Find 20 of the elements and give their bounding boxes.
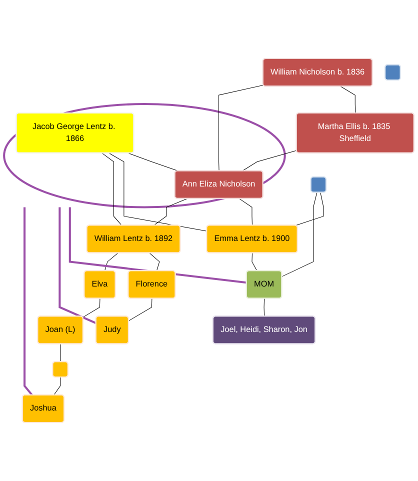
connector — [102, 152, 122, 226]
connector — [82, 298, 100, 318]
connector — [54, 376, 61, 396]
connector — [153, 198, 188, 226]
connector — [128, 298, 152, 322]
connector — [295, 192, 324, 226]
connector — [218, 84, 264, 172]
connector — [60, 344, 61, 362]
connector — [282, 192, 318, 277]
connector — [104, 252, 118, 272]
cluster — [3, 103, 286, 208]
connector — [238, 198, 252, 226]
connector — [264, 298, 265, 317]
connector — [340, 86, 356, 114]
connector — [128, 152, 179, 172]
connector — [242, 150, 297, 172]
connector — [252, 252, 258, 272]
connector — [58, 207, 96, 324]
connector — [24, 207, 33, 396]
connector — [108, 152, 208, 232]
